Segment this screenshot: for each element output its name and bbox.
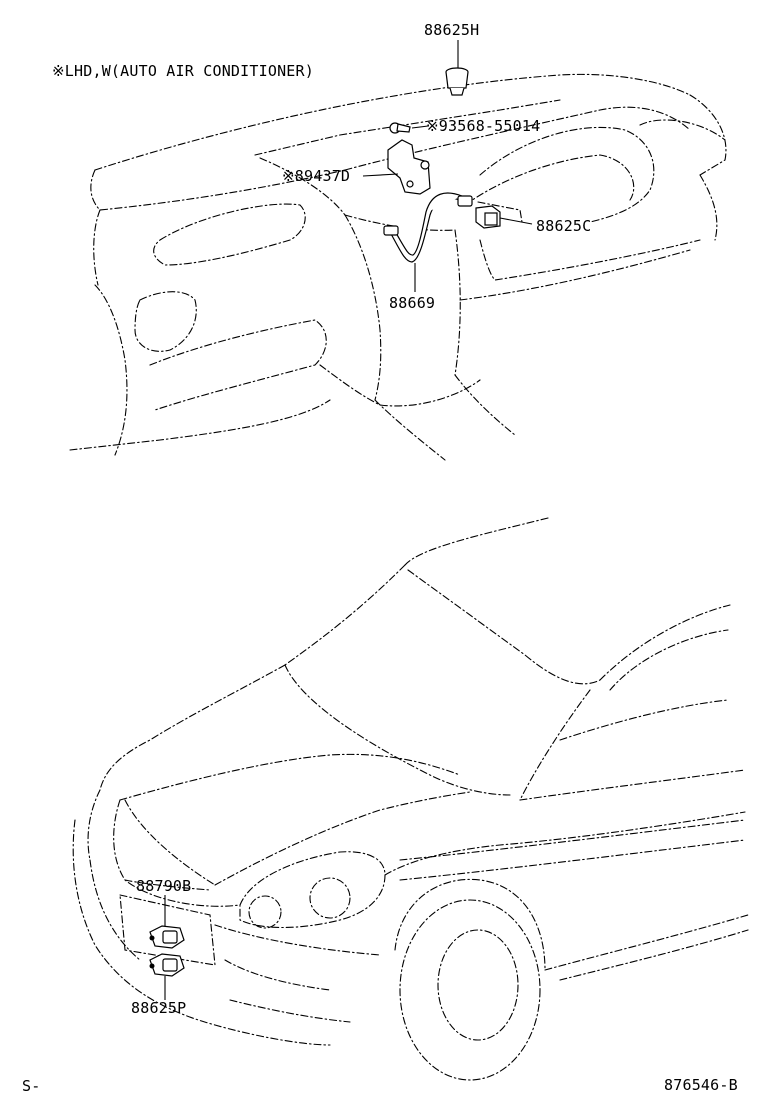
callout-88625c: 88625C [536,217,592,235]
footer-diagram-number: 876546-B [664,1076,738,1094]
bracket-89437d-part [362,139,431,195]
top-note: ※LHD,W(AUTO AIR CONDITIONER) [52,62,314,80]
dashboard-outline [69,73,727,461]
callout-88625p: 88625P [131,999,187,1017]
callout-88625h: 88625H [424,21,480,39]
sensor-88625h-part [445,40,469,96]
part-88625p [149,953,185,1000]
screw-93568-part [389,122,429,134]
sensor-88625c-part [475,201,533,229]
footer-left-code: S- [22,1077,41,1095]
part-88790b [149,895,185,949]
callout-88790b: 88790B [136,877,192,895]
hose-88669-part [383,192,473,292]
callout-88669: 88669 [389,294,436,312]
car-outline [72,517,749,1081]
callout-89437d: ※89437D [282,167,351,185]
callout-93568-55014: ※93568-55014 [426,117,541,135]
